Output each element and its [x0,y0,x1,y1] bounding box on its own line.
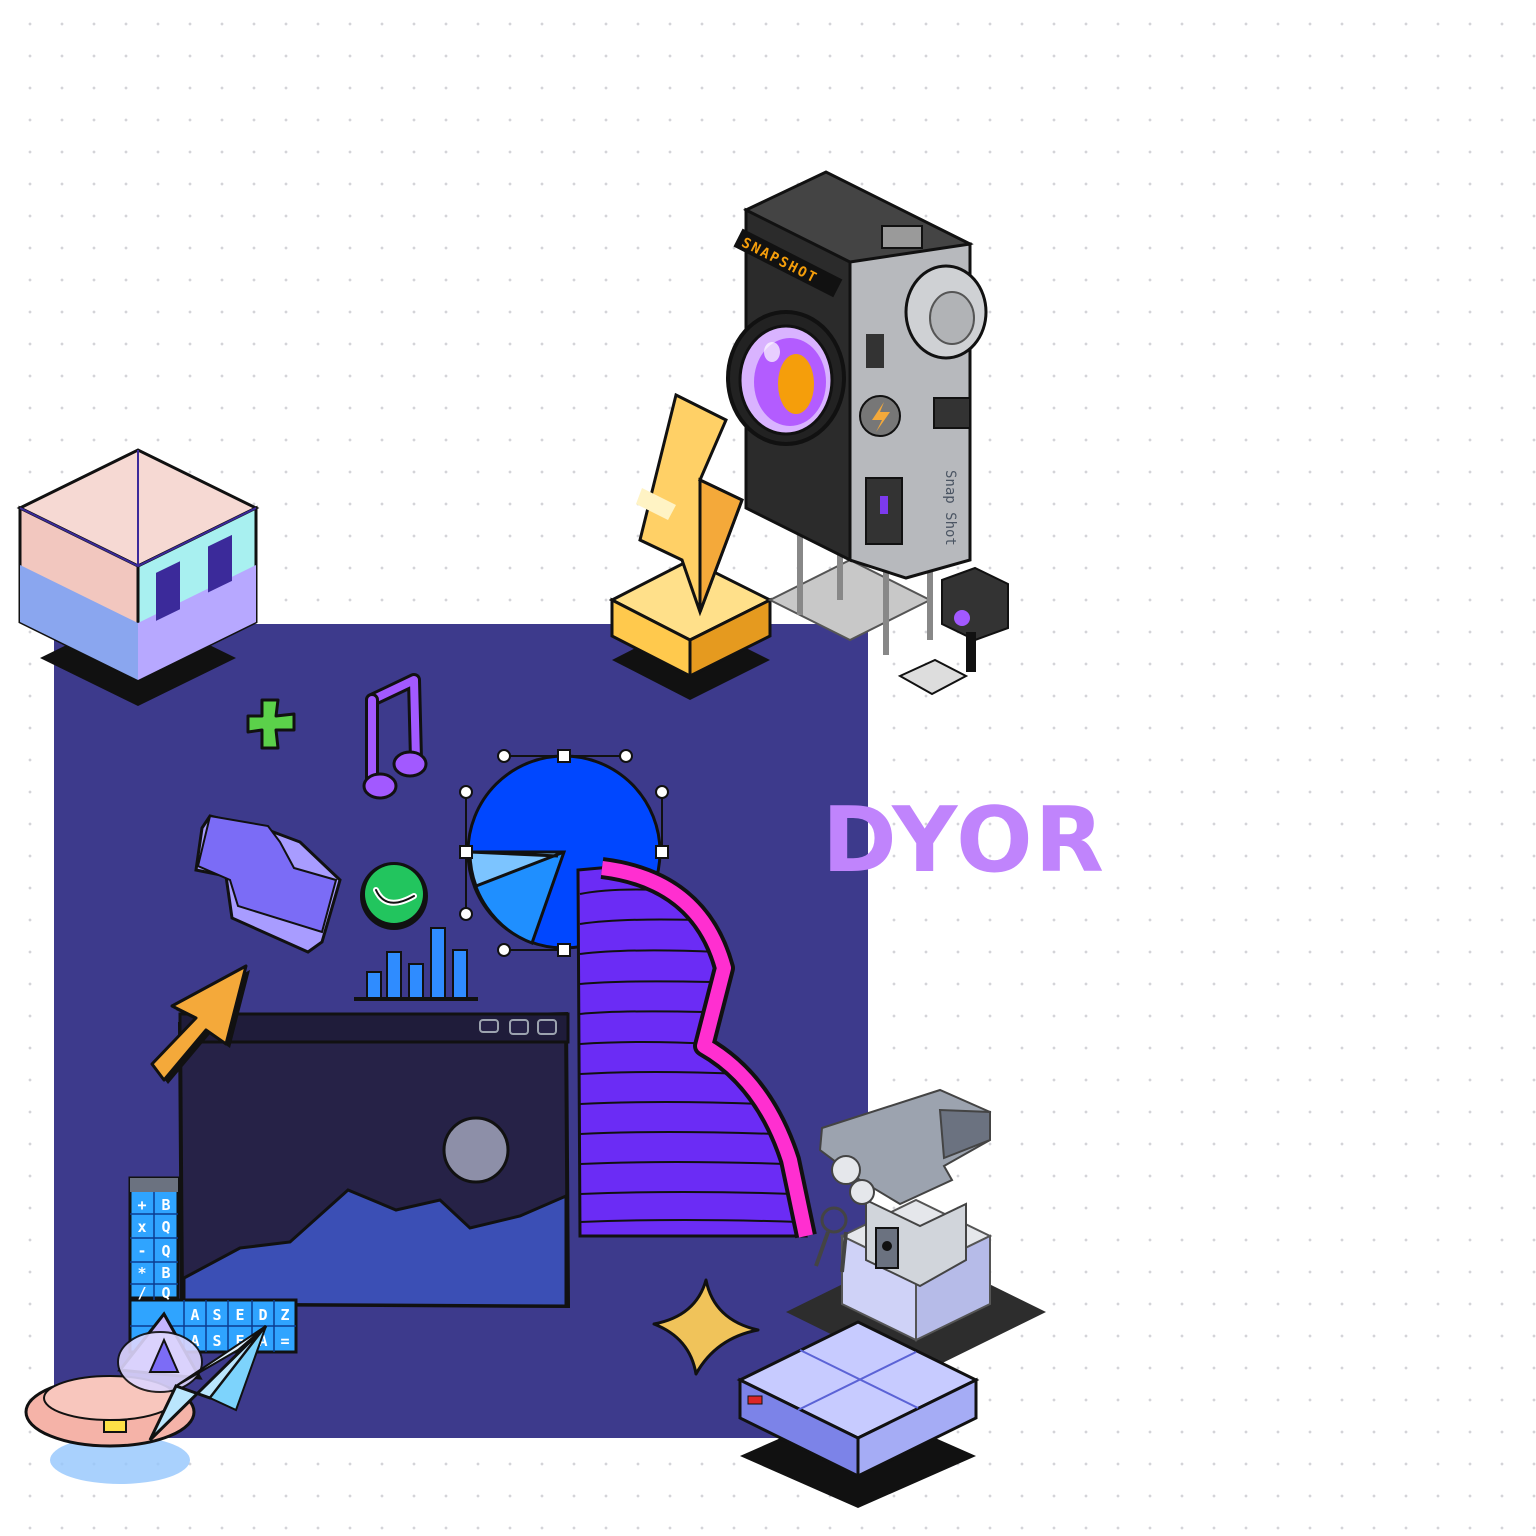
key-label: * [137,1264,146,1282]
key-label: B [161,1196,170,1214]
key-label: A [258,1332,267,1350]
key-label: S [212,1332,221,1350]
key-label: A [190,1332,199,1350]
camera-brand-label: SNAPSHOT [739,235,821,287]
tile-box [736,1320,980,1508]
window-controls [479,1019,557,1035]
music-note-icon [362,673,428,800]
key-label: B [161,1264,170,1282]
app-window [177,1011,571,1309]
key-label: x [137,1218,146,1236]
headline: DYOR [822,788,1106,893]
key-label: D [258,1306,267,1324]
key-label: + [137,1196,146,1214]
key-label: A [190,1306,199,1324]
check-bubble-icon [360,862,428,930]
cursor-arrow-icon [150,964,250,1084]
star-icon [652,1278,760,1376]
key-label: S [212,1306,221,1324]
key-label: Q [161,1284,170,1302]
ufo-icon [24,1311,203,1484]
camera-side-label: Snap Shot [942,470,958,546]
purple-stairs [576,857,817,1239]
key-label: Q [161,1218,170,1236]
bar-chart-icon [354,927,478,1001]
paper-plane-icon [148,1324,268,1442]
selection-handles [459,749,669,957]
key-label: Q [161,1242,170,1260]
key-label: E [235,1332,244,1350]
key-label: Z [280,1306,289,1324]
plus-icon [246,698,296,750]
lightning-trophy [608,392,774,700]
isometric-cube [16,448,260,706]
key-label: = [280,1332,289,1350]
key-label: - [137,1242,146,1260]
key-label: / [137,1284,146,1302]
tetris-block-icon [194,814,342,954]
camera-robot [726,170,1009,696]
key-label: E [235,1306,244,1324]
